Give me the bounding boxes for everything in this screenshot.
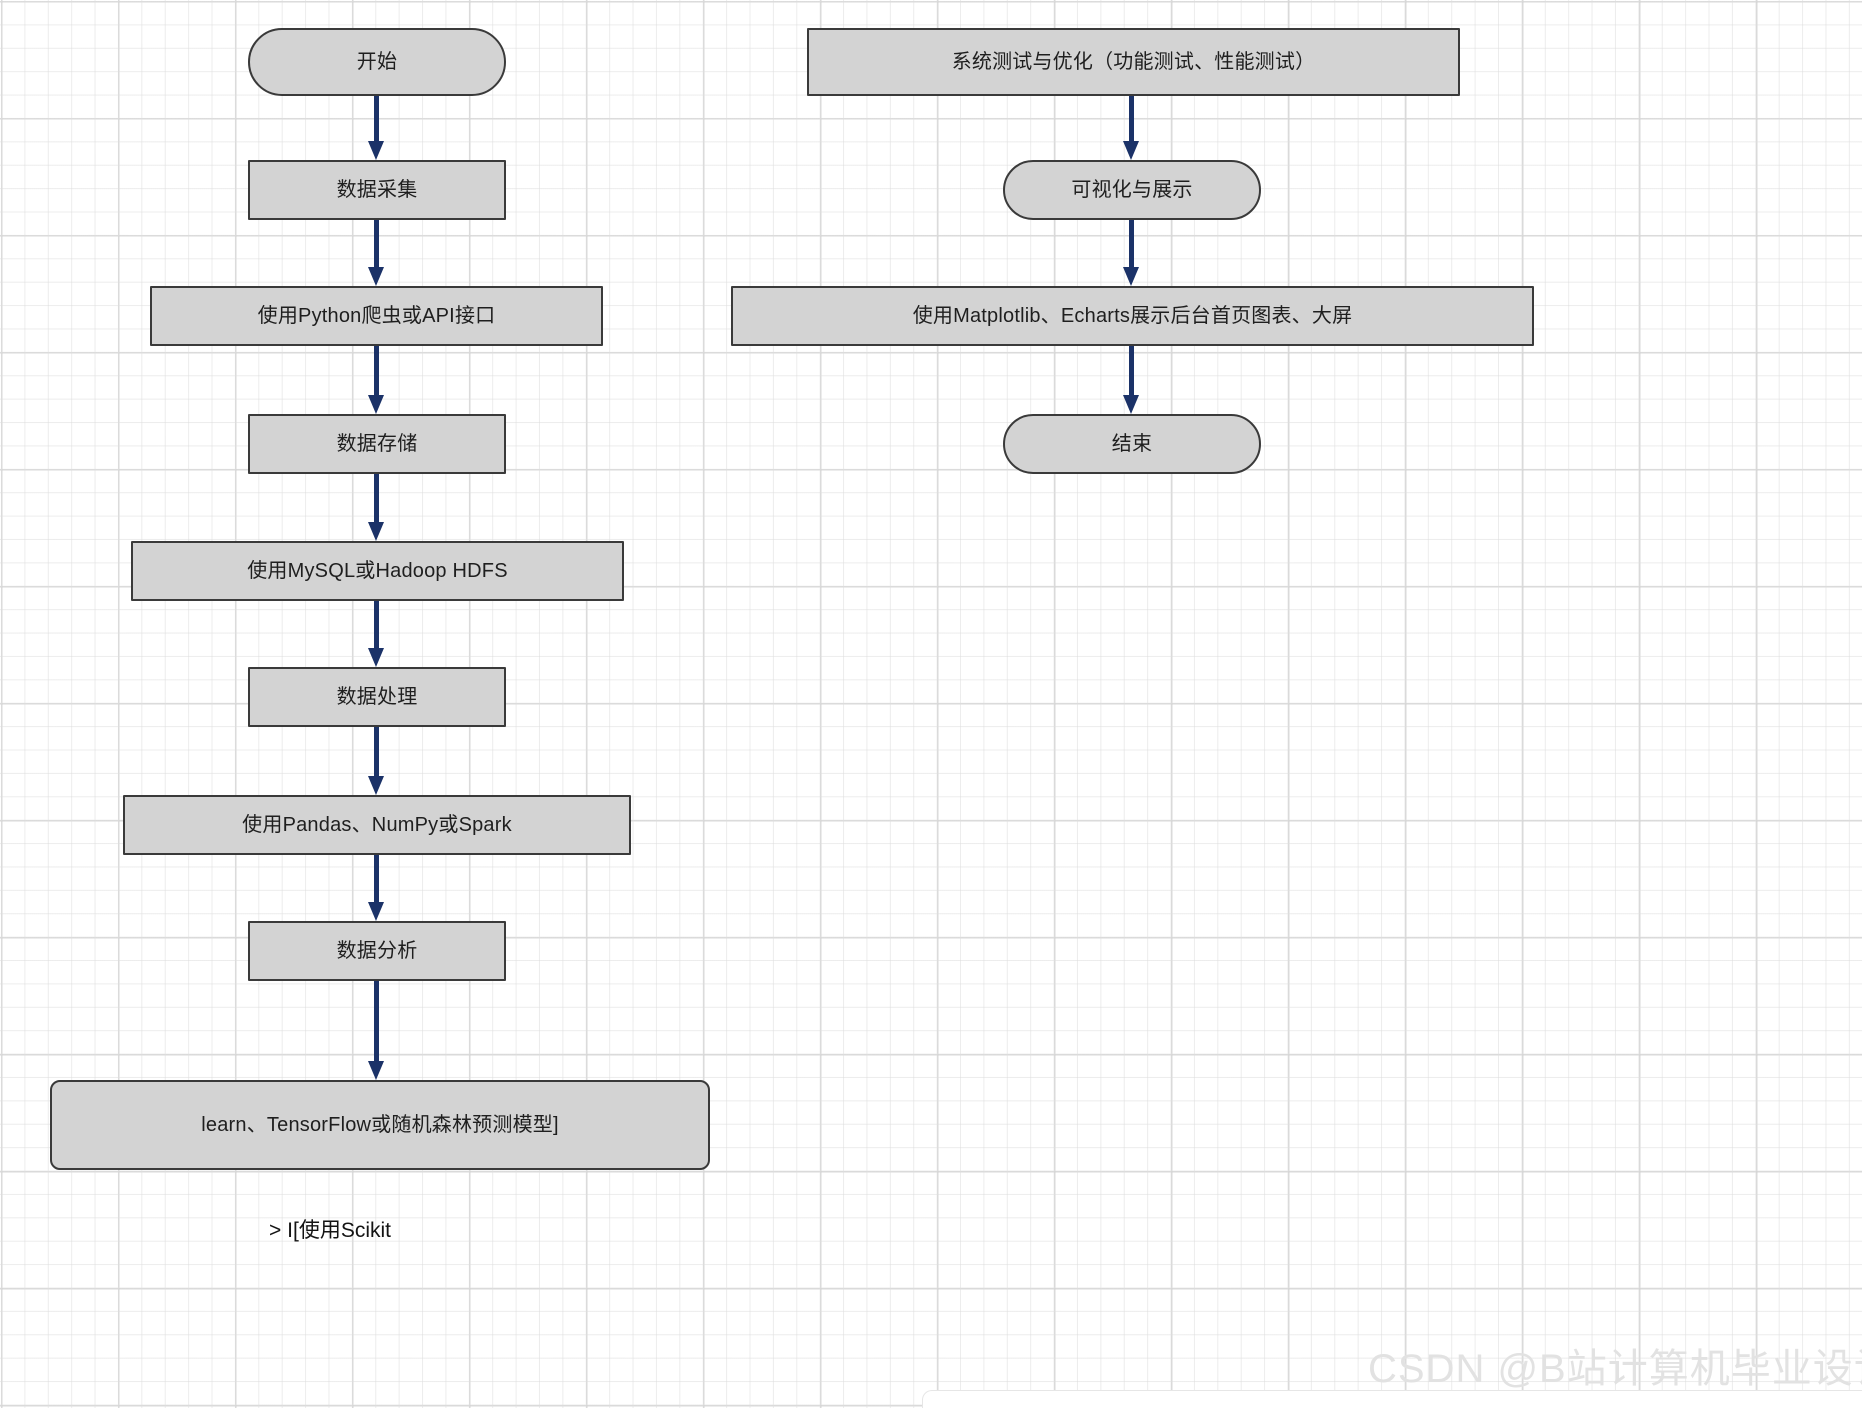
node-data-collection-label: 数据采集	[336, 178, 418, 201]
node-data-storage-label: 数据存储	[336, 432, 418, 455]
node-data-processing-impl[interactable]: 使用Pandas、NumPy或Spark	[123, 795, 631, 855]
edge-test-to-visualization	[1123, 96, 1139, 160]
node-system-test-label: 系统测试与优化（功能测试、性能测试）	[951, 50, 1316, 73]
edge-processing-impl-to-analysis	[368, 855, 384, 921]
node-visualization[interactable]: 可视化与展示	[1003, 160, 1261, 220]
node-data-processing-impl-label: 使用Pandas、NumPy或Spark	[242, 813, 512, 836]
edge-storage-impl-to-processing	[368, 601, 384, 667]
node-data-collection[interactable]: 数据采集	[248, 160, 506, 220]
node-data-processing[interactable]: 数据处理	[248, 667, 506, 727]
node-model-impl-label: learn、TensorFlow或随机森林预测模型]	[201, 1113, 559, 1136]
node-end[interactable]: 结束	[1003, 414, 1261, 474]
node-data-processing-label: 数据处理	[336, 685, 418, 708]
edge-storage-to-impl	[368, 474, 384, 541]
edge-processing-to-impl	[368, 727, 384, 795]
node-data-storage-impl[interactable]: 使用MySQL或Hadoop HDFS	[131, 541, 624, 601]
node-data-analysis-label: 数据分析	[336, 939, 418, 962]
node-visualization-label: 可视化与展示	[1071, 178, 1193, 201]
edge-collection-to-impl	[368, 220, 384, 286]
edge-visualization-to-impl	[1123, 220, 1139, 286]
edge-visualization-impl-to-end	[1123, 346, 1139, 414]
node-data-collection-impl-label: 使用Python爬虫或API接口	[257, 304, 496, 327]
node-data-storage-impl-label: 使用MySQL或Hadoop HDFS	[247, 559, 508, 582]
node-data-analysis[interactable]: 数据分析	[248, 921, 506, 981]
node-data-storage[interactable]: 数据存储	[248, 414, 506, 474]
watermark-csdn: CSDN @B站计算机毕业设计大学	[1368, 1347, 1862, 1391]
node-model-impl[interactable]: learn、TensorFlow或随机森林预测模型]	[50, 1080, 710, 1170]
node-start-label: 开始	[356, 50, 398, 73]
edge-start-to-collection	[368, 96, 384, 160]
node-start[interactable]: 开始	[248, 28, 506, 96]
node-end-label: 结束	[1111, 432, 1153, 455]
node-visualization-impl-label: 使用Matplotlib、Echarts展示后台首页图表、大屏	[912, 304, 1353, 327]
node-data-collection-impl[interactable]: 使用Python爬虫或API接口	[150, 286, 603, 346]
node-visualization-impl[interactable]: 使用Matplotlib、Echarts展示后台首页图表、大屏	[731, 286, 1534, 346]
node-system-test[interactable]: 系统测试与优化（功能测试、性能测试）	[807, 28, 1460, 96]
bottom-panel	[922, 1390, 1862, 1408]
edge-analysis-to-model	[368, 981, 384, 1080]
edge-collection-impl-to-storage	[368, 346, 384, 414]
edge-label-scikit: > I[使用Scikit	[269, 1219, 391, 1242]
